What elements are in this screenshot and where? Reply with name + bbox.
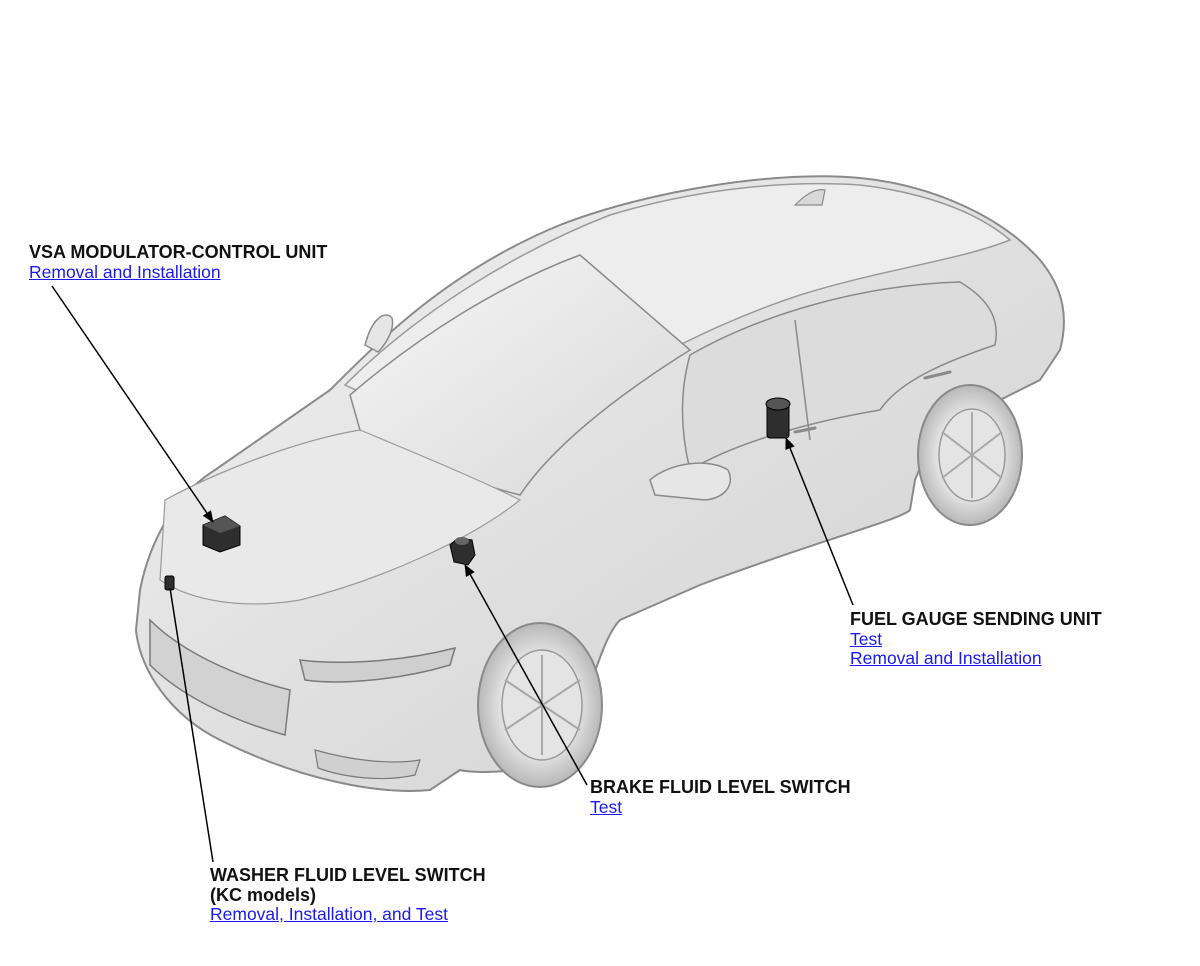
washer-fluid-models-note: (KC models): [210, 884, 317, 905]
fuel-gauge-unit-icon: [765, 397, 791, 439]
brake-fluid-test-link[interactable]: Test: [590, 796, 623, 817]
headlight: [299, 646, 457, 683]
fuel-gauge-removal-link[interactable]: Removal and Installation: [850, 648, 1042, 668]
fuel-gauge-test-link[interactable]: Test: [850, 628, 883, 649]
brake-leader-line: [464, 564, 588, 786]
vsa-title: VSA MODULATOR-CONTROL UNIT: [29, 242, 328, 262]
hood: [159, 429, 522, 605]
vsa-modulator-icon: [202, 515, 241, 553]
washer-fluid-link[interactable]: Removal, Installation, and Test: [210, 904, 449, 924]
brake-fluid-callout: BRAKE FLUID LEVEL SWITCH Test: [590, 777, 851, 817]
washer-fluid-title: WASHER FLUID LEVEL SWITCH: [210, 865, 486, 885]
fuel-gauge-callout: FUEL GAUGE SENDING UNIT Test Removal and…: [850, 609, 1102, 669]
fuel-gauge-title: FUEL GAUGE SENDING UNIT: [850, 609, 1102, 629]
car-illustration: [134, 175, 1065, 792]
brake-fluid-title: BRAKE FLUID LEVEL SWITCH: [590, 777, 851, 797]
vsa-leader-line: [51, 285, 214, 523]
washer-fluid-callout: WASHER FLUID LEVEL SWITCH (KC models) Re…: [210, 865, 486, 925]
front-grille: [149, 618, 291, 736]
vsa-removal-link[interactable]: Removal and Installation: [29, 261, 221, 282]
brake-fluid-switch-icon: [449, 537, 476, 566]
side-mirror: [649, 462, 731, 501]
fuel-leader-line: [785, 437, 854, 606]
vsa-callout: VSA MODULATOR-CONTROL UNIT Removal and I…: [29, 242, 328, 282]
washer-leader-line: [169, 587, 214, 863]
washer-fluid-switch-icon: [164, 575, 175, 591]
